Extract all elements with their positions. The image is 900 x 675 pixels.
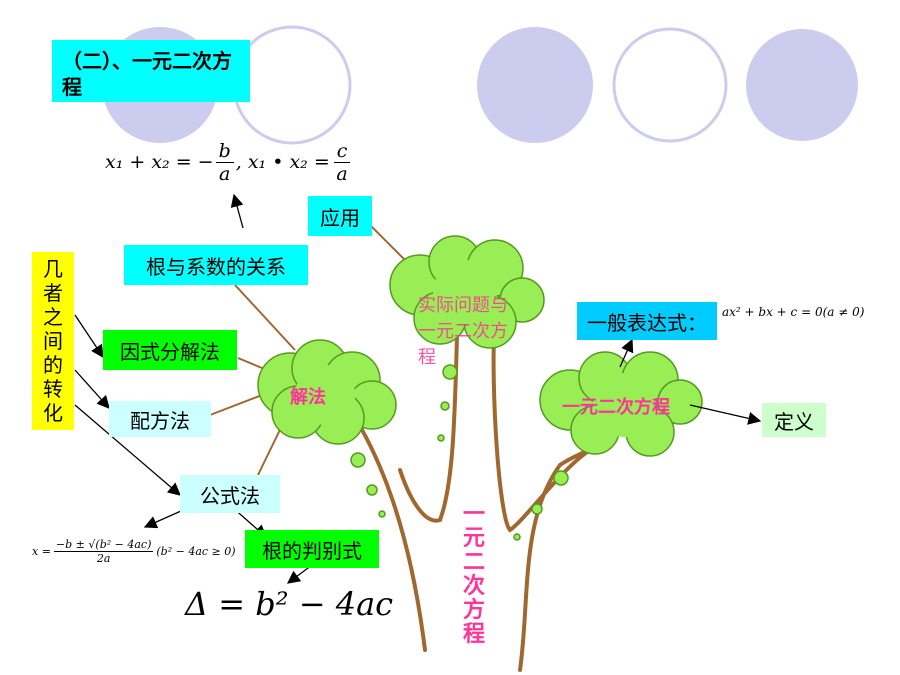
cloud-real-problem-line: 一元二次方 [418, 321, 508, 342]
page-title: （二）、一元二次方程 [52, 40, 250, 102]
vieta-prod-fraction: c a [333, 140, 351, 185]
vieta-formula: x₁ + x₂ = − b a , x₁ • x₂ = c a [105, 132, 351, 192]
vieta-sum-lhs: x₁ + x₂ = − [105, 151, 214, 173]
arrow [74, 314, 104, 359]
cloud-quadratic-label: 一元二次方程 [562, 397, 670, 418]
side-label-char: 化 [43, 401, 63, 425]
cloud-solution-label: 解法 [290, 387, 326, 408]
bubble [437, 434, 445, 442]
vieta-prod-numerator: c [333, 140, 351, 163]
bubble [440, 401, 450, 411]
node-application: 应用 [308, 196, 372, 236]
vieta-sum-numerator: b [215, 140, 234, 163]
bubble [442, 364, 458, 380]
node-definition: 定义 [762, 403, 826, 437]
cloud-quadratic [539, 351, 703, 457]
discriminant-formula: Δ = b² − 4ac [185, 585, 394, 623]
vieta-sum-denominator: a [219, 162, 231, 185]
side-label-conversion: 几 者 之 间 的 转 化 [32, 252, 74, 430]
branch-line [234, 284, 296, 351]
node-formula-method: 公式法 [180, 475, 280, 513]
quadratic-formula-fraction: −b ± √(b² − 4ac) 2a [53, 538, 154, 565]
node-discriminant: 根的判别式 [245, 530, 379, 568]
quadratic-formula: x = −b ± √(b² − 4ac) 2a (b² − 4ac ≥ 0) [32, 538, 236, 565]
cloud-real-problem [389, 235, 545, 349]
side-label-char: 的 [43, 353, 63, 377]
trunk-label-char: 方 [462, 598, 485, 623]
side-label-char: 间 [43, 329, 63, 353]
quadratic-formula-numerator: −b ± √(b² − 4ac) [53, 538, 154, 552]
trunk-label-char: 二 [462, 550, 485, 575]
side-label-char: 转 [43, 377, 63, 401]
arrow [689, 404, 762, 425]
bubble [553, 470, 569, 486]
node-general-form: 一般表达式： [577, 302, 717, 340]
general-form-formula: ax² + bx + c = 0(a ≠ 0) [722, 305, 865, 319]
trunk-label-char: 元 [462, 526, 485, 551]
node-roots-coefficients: 根与系数的关系 [124, 245, 308, 285]
decor-circle [612, 27, 728, 143]
bubble [378, 510, 386, 518]
bubble [350, 452, 366, 468]
trunk-label-char: 次 [462, 574, 485, 599]
trunk-label-char: 程 [462, 622, 485, 647]
vieta-sum-fraction: b a [215, 140, 234, 185]
arrow [74, 404, 181, 496]
trunk-label: 一 元 二 次 方 程 [461, 503, 487, 647]
cloud-real-problem-label: 实际问题与 一元二次方 程 [418, 293, 508, 371]
side-label-char: 几 [43, 257, 63, 281]
arrow [286, 564, 313, 584]
bubble [513, 533, 521, 541]
cloud-real-problem-line: 实际问题与 [418, 295, 508, 316]
arrow [619, 338, 634, 368]
bubble [531, 503, 543, 515]
decor-circle [746, 29, 858, 141]
cloud-real-problem-line: 程 [418, 347, 436, 368]
vieta-prod-denominator: a [336, 162, 348, 185]
branch-line [209, 394, 263, 416]
arrow [230, 193, 244, 229]
branch-line [237, 357, 263, 369]
vieta-prod-lhs: , x₁ • x₂ = [235, 151, 330, 173]
node-factorization: 因式分解法 [103, 330, 237, 370]
trunk-label-char: 一 [462, 502, 485, 527]
quadratic-formula-condition: (b² − 4ac ≥ 0) [156, 545, 236, 558]
decor-circle [477, 27, 593, 143]
quadratic-formula-lhs: x = [32, 545, 51, 558]
node-completing-square: 配方法 [109, 401, 211, 437]
arrow [74, 369, 110, 409]
quadratic-formula-denominator: 2a [96, 552, 111, 565]
side-label-char: 之 [43, 305, 63, 329]
side-label-char: 者 [43, 281, 63, 305]
cloud-solution [257, 339, 397, 445]
bubble [366, 484, 378, 496]
